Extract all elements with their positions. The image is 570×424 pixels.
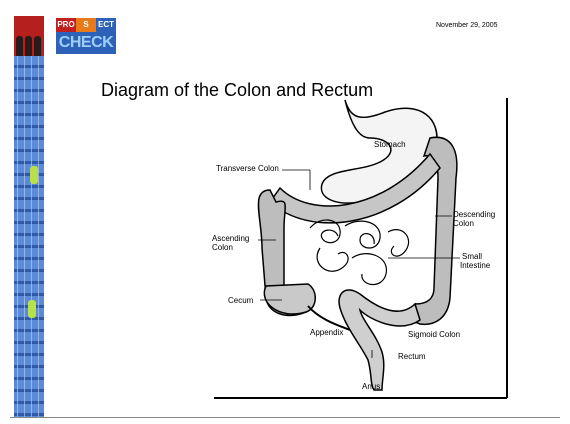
label-rectum: Rectum [398, 352, 426, 361]
slide-bottom-divider [10, 417, 560, 418]
logo-text-ect: ECT [96, 18, 116, 32]
label-stomach: Stomach [374, 140, 406, 149]
label-ascending-colon-line1: Ascending [212, 234, 249, 243]
logo-text-check: CHECK [56, 32, 116, 54]
label-cecum: Cecum [228, 296, 253, 305]
slide-date: November 29, 2005 [436, 22, 497, 29]
accent-figure-decoration [28, 300, 36, 318]
accent-figure-decoration [30, 166, 38, 184]
label-transverse-colon: Transverse Colon [216, 164, 279, 173]
label-small-intestine-line2: Intestine [460, 261, 490, 270]
label-descending-colon-line1: Descending [453, 210, 495, 219]
logo-text-pro: PRO [56, 18, 76, 32]
project-check-logo: PRO S ECT CHECK [56, 18, 116, 54]
label-anus: Anus [362, 382, 380, 391]
label-sigmoid-colon: Sigmoid Colon [408, 330, 460, 339]
label-small-intestine-line1: Small [462, 252, 482, 261]
header-figures-decoration [14, 16, 44, 56]
label-descending-colon-line2: Colon [453, 219, 474, 228]
label-ascending-colon-line2: Colon [212, 243, 233, 252]
side-strip-decoration [14, 56, 44, 418]
colon-illustration [210, 98, 510, 400]
logo-text-s: S [76, 18, 96, 32]
colon-diagram: Stomach Transverse Colon Descending Colo… [210, 98, 510, 400]
label-appendix: Appendix [310, 328, 343, 337]
